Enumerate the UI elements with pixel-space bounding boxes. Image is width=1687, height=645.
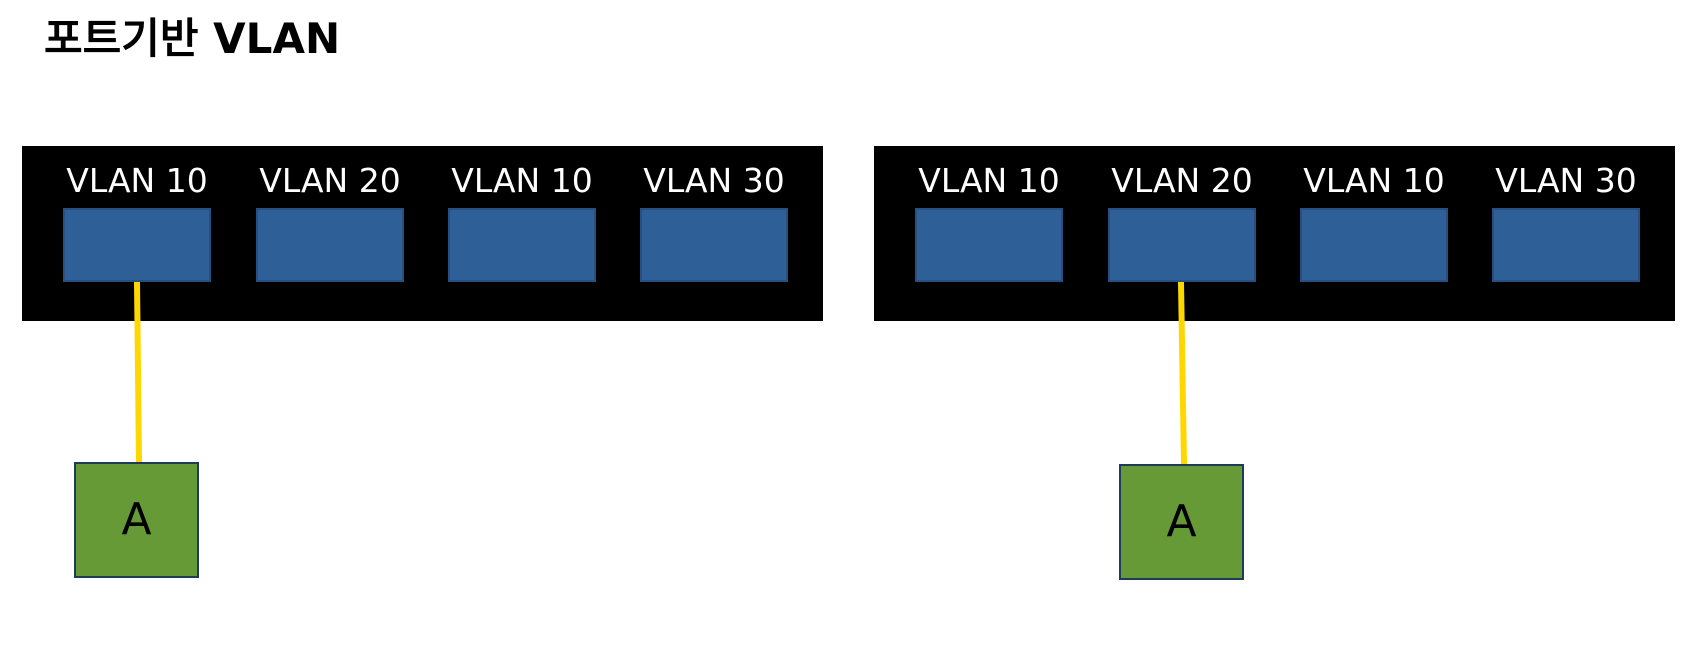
port-socket[interactable] — [448, 208, 596, 282]
port-label: VLAN 10 — [918, 161, 1060, 200]
host-label: A — [121, 494, 152, 545]
port-socket[interactable] — [63, 208, 211, 282]
port-socket[interactable] — [256, 208, 404, 282]
port-label: VLAN 30 — [1495, 161, 1637, 200]
host-a-1[interactable]: A — [74, 462, 199, 578]
port-socket[interactable] — [1492, 208, 1640, 282]
host-a-2[interactable]: A — [1119, 464, 1244, 580]
switch-1-port-3[interactable]: VLAN 10 — [448, 146, 596, 286]
switch-1-port-2[interactable]: VLAN 20 — [256, 146, 404, 286]
switch-2: VLAN 10 VLAN 20 VLAN 10 VLAN 30 — [874, 146, 1675, 321]
switch-1-port-1[interactable]: VLAN 10 — [63, 146, 211, 286]
port-label: VLAN 30 — [643, 161, 785, 200]
host-label: A — [1166, 496, 1197, 547]
port-socket[interactable] — [1108, 208, 1256, 282]
switch-1-port-4[interactable]: VLAN 30 — [640, 146, 788, 286]
switch-2-port-1[interactable]: VLAN 10 — [915, 146, 1063, 286]
port-socket[interactable] — [915, 208, 1063, 282]
page-title: 포트기반 VLAN — [44, 14, 341, 63]
port-label: VLAN 10 — [451, 161, 593, 200]
switch-2-port-2[interactable]: VLAN 20 — [1108, 146, 1256, 286]
port-label: VLAN 10 — [66, 161, 208, 200]
port-socket[interactable] — [640, 208, 788, 282]
port-label: VLAN 20 — [259, 161, 401, 200]
port-label: VLAN 10 — [1303, 161, 1445, 200]
switch-1: VLAN 10 VLAN 20 VLAN 10 VLAN 30 — [22, 146, 823, 321]
switch-2-port-3[interactable]: VLAN 10 — [1300, 146, 1448, 286]
port-socket[interactable] — [1300, 208, 1448, 282]
switch-2-port-4[interactable]: VLAN 30 — [1492, 146, 1640, 286]
port-label: VLAN 20 — [1111, 161, 1253, 200]
